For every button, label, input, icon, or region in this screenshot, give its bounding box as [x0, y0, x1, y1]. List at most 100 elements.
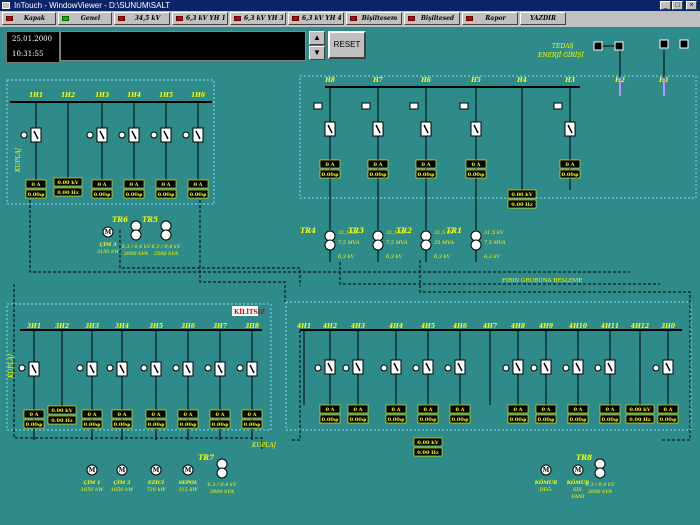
relay-indicator-icon[interactable]: [594, 364, 602, 372]
relay-indicator-icon[interactable]: [652, 364, 660, 372]
nav-button-yh1[interactable]: 6,3 kV YH 1: [172, 12, 228, 25]
relay-indicator-icon[interactable]: [76, 364, 84, 372]
reset-button[interactable]: RESET: [328, 31, 366, 59]
relay-indicator-icon[interactable]: [150, 131, 158, 139]
status-led-icon: [118, 16, 125, 21]
nav-button-bisiltesem[interactable]: Bişiltesem: [346, 12, 402, 25]
pf-value: 0.00φ: [452, 417, 469, 423]
current-value: 0 A: [129, 182, 138, 188]
motor-icon[interactable]: [102, 226, 114, 238]
feeder-label: 3H7: [213, 323, 228, 330]
incomer-breaker-1-icon[interactable]: [593, 41, 603, 51]
relay-indicator-icon[interactable]: [106, 364, 114, 372]
motor-icon[interactable]: [182, 464, 194, 476]
motor-name: EZİCİ: [147, 479, 165, 486]
nav-button-bisiltesed[interactable]: Bişiltesed: [404, 12, 460, 25]
interconnect-cables: [13, 180, 691, 450]
nav-button-yh4[interactable]: 6,3 kV YH 4: [288, 12, 344, 25]
incomer-breaker-4-icon[interactable]: [679, 39, 689, 49]
breaker-contact: [33, 130, 39, 140]
motor-symbol: M: [105, 229, 112, 236]
relay-indicator-icon[interactable]: [172, 364, 180, 372]
feeder-label: 4H10: [569, 323, 588, 330]
relay-indicator-icon[interactable]: [314, 364, 322, 372]
breaker-contact: [423, 124, 429, 134]
relay-indicator-icon[interactable]: [118, 131, 126, 139]
current-meter: [155, 179, 177, 189]
pf-value: 0.00φ: [180, 422, 197, 428]
motor-icon[interactable]: [572, 464, 584, 476]
pf-value: 0.00φ: [420, 417, 437, 423]
relay-indicator-icon[interactable]: [380, 364, 388, 372]
pf-meter: [599, 414, 621, 424]
relay-indicator-icon[interactable]: [502, 364, 510, 372]
pf-value: 0.00φ: [370, 172, 387, 178]
relay-indicator-icon[interactable]: [562, 364, 570, 372]
motor-name: ÇİM 1: [83, 479, 100, 486]
sm-indicator-icon: [361, 102, 371, 110]
current-value: 0 A: [605, 407, 614, 413]
nav-button-kapak[interactable]: Kapak: [2, 12, 56, 25]
transformer-rating: 6,3 kV: [338, 254, 356, 260]
incomer-highlight: [619, 78, 665, 96]
transformer-rating: 25 MVA: [433, 240, 454, 246]
relay-indicator-icon[interactable]: [444, 364, 452, 372]
transformer-name: TR6: [112, 215, 128, 224]
relay-indicator-icon[interactable]: [140, 364, 148, 372]
relay-indicator-icon[interactable]: [342, 364, 350, 372]
relay-indicator-icon[interactable]: [204, 364, 212, 372]
feeder-label: H6: [420, 77, 432, 84]
pf-value: 0.00φ: [388, 417, 405, 423]
maximize-button[interactable]: □: [672, 1, 683, 10]
incomer-breaker-2-icon[interactable]: [614, 41, 624, 51]
feeder-label: H5: [470, 77, 481, 84]
minimize-button[interactable]: _: [660, 1, 671, 10]
nav-button-yh3[interactable]: 6,3 kV YH 3: [230, 12, 286, 25]
motor-rating: SİS.: [573, 486, 584, 493]
current-value: 0 A: [247, 412, 256, 418]
pf-meter: [241, 419, 263, 429]
relay-indicator-icon[interactable]: [530, 364, 538, 372]
pf-value: 0.00φ: [322, 417, 339, 423]
nav-button-34kv[interactable]: 34,5 kV: [114, 12, 170, 25]
feeder-label: 3H1: [27, 323, 41, 330]
current-value: 0 A: [161, 182, 170, 188]
current-value: 0 A: [423, 407, 432, 413]
scroll-down-button[interactable]: ▼: [309, 46, 325, 60]
current-value: 0 A: [325, 162, 334, 168]
relay-indicator-icon[interactable]: [20, 131, 28, 139]
motor-icon[interactable]: [86, 464, 98, 476]
feeder-label: 3H5: [149, 323, 163, 330]
relay-indicator-icon[interactable]: [18, 364, 26, 372]
nav-button-rapor[interactable]: Rapor: [462, 12, 518, 25]
relay-indicator-icon[interactable]: [236, 364, 244, 372]
motor-icon[interactable]: [116, 464, 128, 476]
current-value: 0 A: [421, 162, 430, 168]
voltage-value: 0.00 kV: [57, 180, 78, 186]
transformer-name: TR2: [396, 226, 412, 235]
relay-indicator-icon[interactable]: [412, 364, 420, 372]
pf-value: 0.00φ: [190, 192, 207, 198]
motor-icon[interactable]: [540, 464, 552, 476]
frequency-meter: [507, 199, 537, 209]
breaker-contact: [195, 130, 201, 140]
transformer-icon: [420, 239, 432, 251]
close-button[interactable]: ×: [686, 1, 697, 10]
status-led-icon: [466, 16, 473, 21]
motor-icon[interactable]: [150, 464, 162, 476]
transformer-rating: 7,5 MVA: [484, 240, 506, 246]
pf-meter: [367, 169, 389, 179]
scroll-up-button[interactable]: ▲: [309, 31, 325, 45]
pf-meter: [91, 189, 113, 199]
current-value: 0 A: [513, 407, 522, 413]
nav-button-genel[interactable]: Genel: [58, 12, 112, 25]
current-meter: [567, 404, 589, 414]
pf-meter: [385, 414, 407, 424]
relay-indicator-icon[interactable]: [182, 131, 190, 139]
current-meter: [657, 404, 679, 414]
feeder-label: 3H0: [661, 323, 676, 330]
print-button[interactable]: YAZDIR: [520, 12, 566, 25]
voltage-value: 0.00 kV: [629, 407, 650, 413]
relay-indicator-icon[interactable]: [86, 131, 94, 139]
incomer-breaker-3-icon[interactable]: [659, 39, 669, 49]
